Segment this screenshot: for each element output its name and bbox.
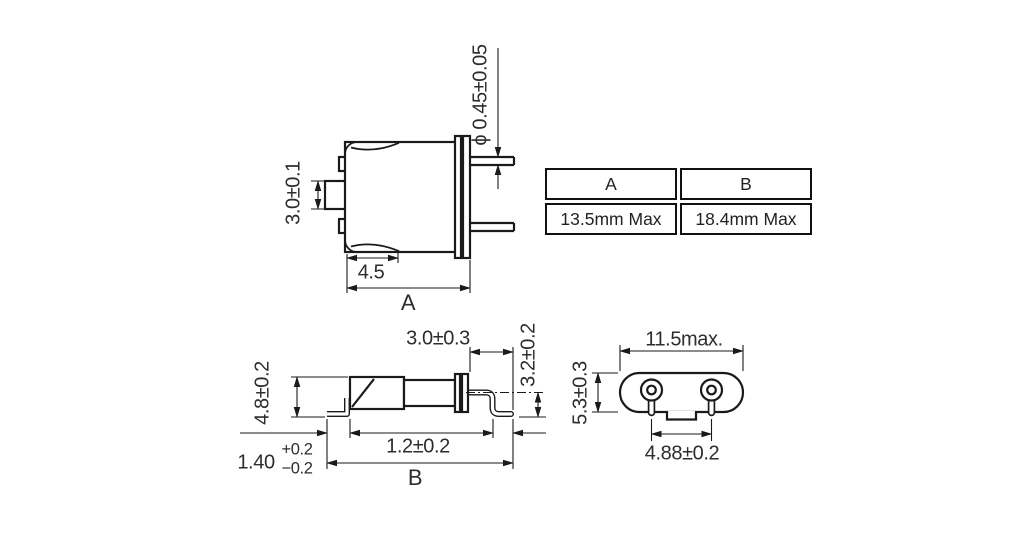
dim-lead-diameter: ϕ 0.45±0.05 xyxy=(469,44,492,146)
dim-tab-height: 3.0±0.1 xyxy=(282,161,305,225)
side-view-can-body xyxy=(402,378,457,408)
spec-table-value-a: 13.5mm Max xyxy=(545,203,677,235)
bottom-view-body xyxy=(618,371,745,421)
dim-right-foot: 1.2±0.2 xyxy=(386,435,450,458)
dim-lead-protrusion: 3.0±0.3 xyxy=(406,327,470,350)
bottom-view xyxy=(592,345,745,441)
front-view-side-tab xyxy=(323,179,349,211)
front-view-base-flange xyxy=(453,134,472,260)
front-view xyxy=(311,48,516,293)
dim-length-ref-b: B xyxy=(407,465,423,490)
dim-crimp-length: 4.5 xyxy=(357,261,385,284)
bottom-view-dimension-lines xyxy=(592,345,744,441)
dim-lead-spacing: 4.88±0.2 xyxy=(644,442,720,465)
spec-table-value-b: 18.4mm Max xyxy=(680,203,812,235)
side-view-holder xyxy=(348,375,406,411)
dim-lead-height: 3.2±0.2 xyxy=(517,323,540,387)
dim-body-height: 4.8±0.2 xyxy=(251,361,274,425)
front-view-body xyxy=(343,140,458,254)
dim-width-ref-a: A xyxy=(400,290,416,315)
spec-table: A B 13.5mm Max 18.4mm Max xyxy=(545,168,812,235)
side-view-right-lead xyxy=(467,389,514,417)
side-view-dimension-lines xyxy=(240,347,546,469)
side-view xyxy=(240,347,546,469)
front-view-dimension-lines xyxy=(311,48,502,293)
dim-left-foot: 1.40 xyxy=(237,451,275,474)
spec-table-header-b: B xyxy=(680,168,812,200)
dim-left-foot-tol-plus: +0.2 xyxy=(281,440,313,459)
front-view-leads xyxy=(470,155,516,233)
dim-left-foot-tol-minus: −0.2 xyxy=(281,459,313,478)
spec-table-header-a: A xyxy=(545,168,677,200)
side-view-left-lead xyxy=(327,398,350,417)
bottom-view-leads xyxy=(639,378,724,417)
dim-body-depth: 5.3±0.3 xyxy=(569,361,592,425)
dim-body-width-max: 11.5max. xyxy=(645,328,723,351)
